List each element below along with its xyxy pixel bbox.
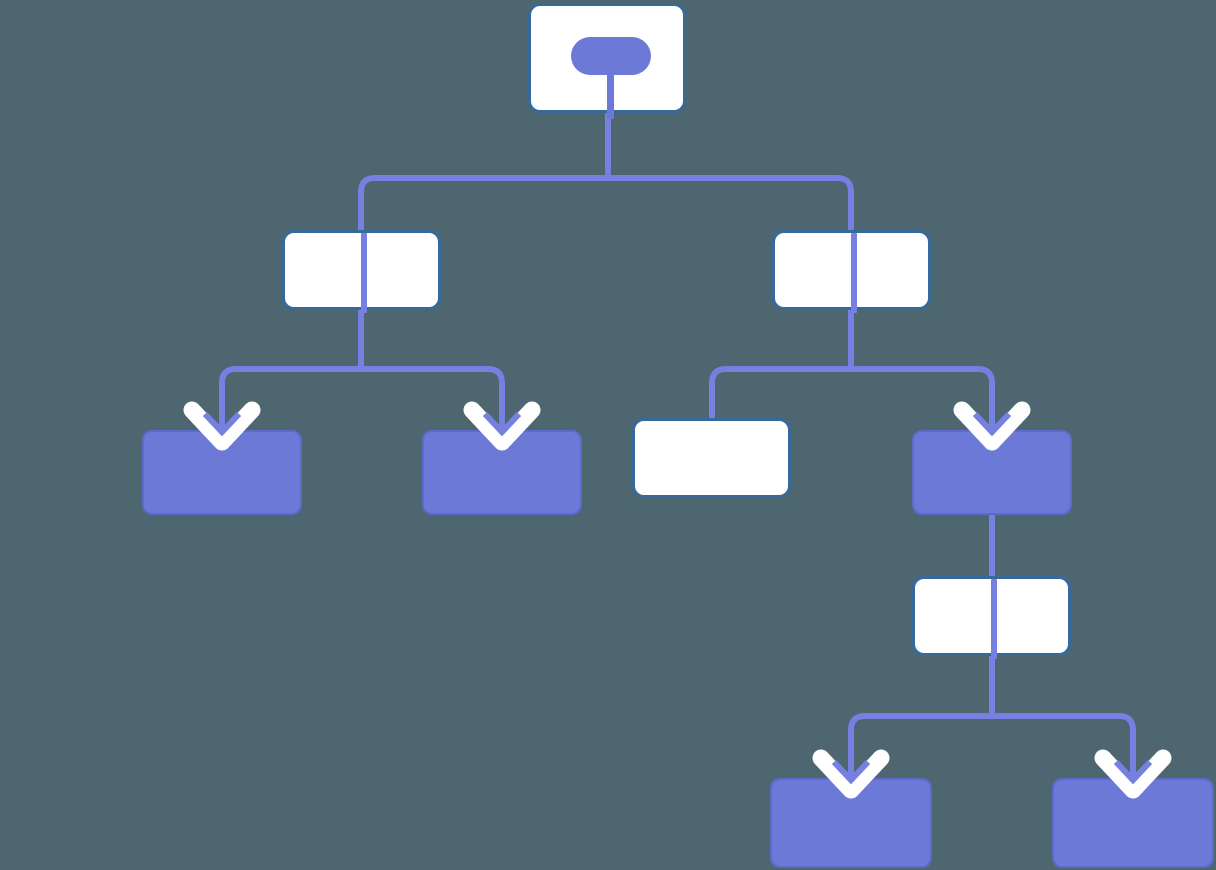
edge-e-root-left (358, 175, 608, 230)
edge-e-l2right-d (851, 366, 995, 430)
edge-e-l4-left (848, 713, 992, 778)
edge-e-l2left-b (361, 366, 505, 430)
node-passthrough-line (991, 579, 997, 659)
node-passthrough-line (361, 233, 367, 313)
edge-e-root-right (608, 175, 854, 230)
root-pill-icon (571, 37, 651, 75)
node-n-l2-right[interactable] (772, 230, 931, 313)
node-n-l3-d[interactable] (912, 430, 1072, 515)
root-stem-icon (607, 75, 614, 119)
node-n-l5-left[interactable] (770, 778, 932, 868)
node-n-l3-b[interactable] (422, 430, 582, 515)
node-n-l3-a[interactable] (142, 430, 302, 515)
edge-e-l4-right (992, 713, 1136, 778)
node-n-l3-c[interactable] (632, 418, 791, 498)
edge-e-l2right-c (709, 366, 851, 418)
node-n-l2-left[interactable] (282, 230, 441, 313)
node-root[interactable] (528, 3, 686, 119)
edge-e-l2left-a (219, 366, 361, 430)
node-n-l4[interactable] (912, 576, 1071, 659)
node-n-l5-right[interactable] (1052, 778, 1214, 868)
node-passthrough-line (851, 233, 857, 313)
